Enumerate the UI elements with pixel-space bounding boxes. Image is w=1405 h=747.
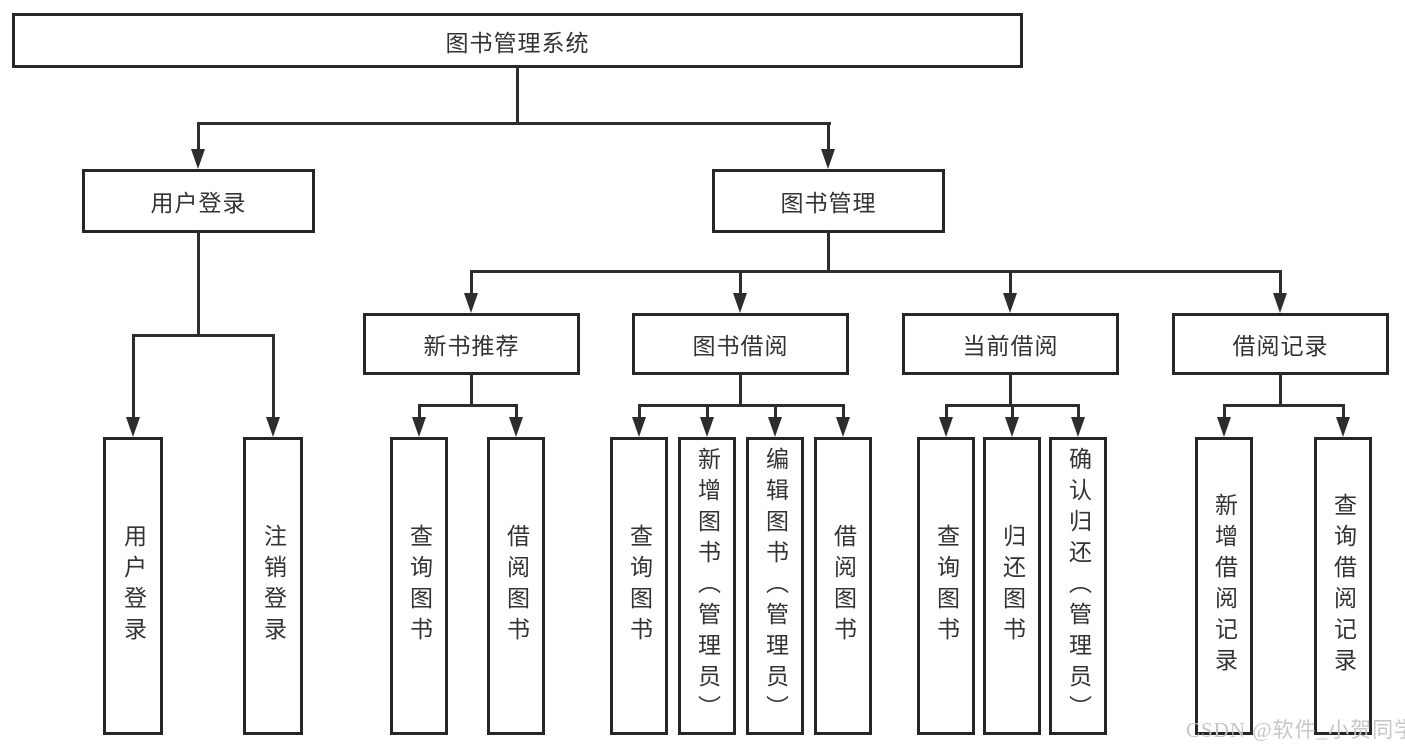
connector-line bbox=[827, 122, 830, 151]
node-borrow-edit-book-admin: 编辑图书（管理员） bbox=[746, 437, 804, 735]
arrow-down-icon bbox=[126, 417, 140, 437]
node-newbook-query-books: 查询图书 bbox=[390, 437, 448, 735]
connector-line bbox=[945, 404, 948, 419]
node-user-login-label: 用户登录 bbox=[150, 191, 247, 216]
connector-line bbox=[132, 334, 275, 337]
arrow-down-icon bbox=[939, 417, 953, 437]
node-borrowing-records: 借阅记录 bbox=[1172, 313, 1389, 375]
connector-line bbox=[706, 404, 709, 419]
connector-line bbox=[418, 404, 421, 419]
node-user-login-leaf-label: 用户登录 bbox=[120, 524, 146, 648]
arrow-down-icon bbox=[1273, 293, 1287, 313]
connector-line bbox=[1009, 270, 1012, 295]
connector-line bbox=[132, 334, 135, 419]
node-book-management-label: 图书管理 bbox=[780, 191, 877, 216]
connector-line bbox=[418, 404, 518, 407]
node-current-return-books: 归还图书 bbox=[983, 437, 1041, 735]
connector-line bbox=[842, 404, 845, 419]
node-newbook-borrow-books: 借阅图书 bbox=[487, 437, 545, 735]
connector-line bbox=[1011, 404, 1014, 419]
arrow-down-icon bbox=[464, 293, 478, 313]
connector-line bbox=[1223, 404, 1226, 419]
node-current-query-books: 查询图书 bbox=[917, 437, 975, 735]
node-borrow-add-book-admin: 新增图书（管理员） bbox=[678, 437, 736, 735]
arrow-down-icon bbox=[509, 417, 523, 437]
connector-line bbox=[1342, 404, 1345, 419]
node-user-login: 用户登录 bbox=[82, 169, 315, 233]
node-borrow-borrow-books: 借阅图书 bbox=[814, 437, 872, 735]
node-book-borrowing: 图书借阅 bbox=[632, 313, 849, 375]
connector-line bbox=[272, 334, 275, 419]
node-logout-label: 注销登录 bbox=[260, 524, 286, 648]
node-newbook-borrow-books-label: 借阅图书 bbox=[503, 524, 529, 648]
node-records-query-record: 查询借阅记录 bbox=[1314, 437, 1372, 735]
node-borrow-borrow-books-label: 借阅图书 bbox=[830, 524, 856, 648]
node-borrow-query-books-label: 查询图书 bbox=[626, 524, 652, 648]
node-current-borrowing: 当前借阅 bbox=[902, 313, 1119, 375]
node-root-label: 图书管理系统 bbox=[445, 30, 590, 56]
connector-line bbox=[470, 270, 1282, 273]
connector-line bbox=[197, 122, 831, 125]
connector-line bbox=[1279, 373, 1282, 406]
node-user-login-leaf: 用户登录 bbox=[103, 437, 163, 735]
arrow-down-icon bbox=[836, 417, 850, 437]
node-current-confirm-return-admin: 确认归还（管理员） bbox=[1049, 437, 1107, 735]
connector-line bbox=[470, 270, 473, 295]
arrow-down-icon bbox=[768, 417, 782, 437]
connector-line bbox=[470, 373, 473, 406]
arrow-down-icon bbox=[412, 417, 426, 437]
connector-line bbox=[638, 404, 641, 419]
arrow-down-icon bbox=[1005, 417, 1019, 437]
connector-line bbox=[515, 404, 518, 419]
connector-line bbox=[1279, 270, 1282, 295]
node-new-book-recommend-label: 新书推荐 bbox=[423, 334, 520, 359]
csdn-watermark: CSDN @软件_小贺同学 bbox=[1186, 718, 1405, 742]
connector-line bbox=[1077, 404, 1080, 419]
node-book-borrowing-label: 图书借阅 bbox=[692, 334, 789, 359]
node-current-borrowing-label: 当前借阅 bbox=[962, 334, 1059, 359]
connector-line bbox=[516, 66, 519, 124]
connector-line bbox=[638, 404, 845, 407]
arrow-down-icon bbox=[821, 149, 835, 169]
connector-line bbox=[197, 122, 200, 151]
connector-line bbox=[1223, 404, 1345, 407]
node-logout: 注销登录 bbox=[243, 437, 303, 735]
arrow-down-icon bbox=[191, 149, 205, 169]
connector-line bbox=[1009, 373, 1012, 406]
node-newbook-query-books-label: 查询图书 bbox=[406, 524, 432, 648]
arrow-down-icon bbox=[1003, 293, 1017, 313]
node-borrow-query-books: 查询图书 bbox=[610, 437, 668, 735]
node-borrowing-records-label: 借阅记录 bbox=[1232, 334, 1329, 359]
connector-line bbox=[774, 404, 777, 419]
arrow-down-icon bbox=[700, 417, 714, 437]
arrow-down-icon bbox=[632, 417, 646, 437]
arrow-down-icon bbox=[733, 293, 747, 313]
node-records-add-record: 新增借阅记录 bbox=[1195, 437, 1253, 735]
node-current-query-books-label: 查询图书 bbox=[933, 524, 959, 648]
node-new-book-recommend: 新书推荐 bbox=[363, 313, 580, 375]
arrow-down-icon bbox=[1071, 417, 1085, 437]
node-book-management: 图书管理 bbox=[712, 169, 945, 233]
node-root: 图书管理系统 bbox=[12, 13, 1023, 68]
connector-line bbox=[739, 373, 742, 406]
connector-line bbox=[197, 231, 200, 336]
connector-line bbox=[739, 270, 742, 295]
arrow-down-icon bbox=[1217, 417, 1231, 437]
arrow-down-icon bbox=[266, 417, 280, 437]
node-borrow-edit-book-admin-label: 编辑图书（管理员） bbox=[762, 446, 788, 726]
node-records-add-record-label: 新增借阅记录 bbox=[1211, 493, 1237, 679]
connector-line bbox=[827, 231, 830, 272]
arrow-down-icon bbox=[1336, 417, 1350, 437]
node-records-query-record-label: 查询借阅记录 bbox=[1330, 493, 1356, 679]
node-borrow-add-book-admin-label: 新增图书（管理员） bbox=[694, 446, 720, 726]
node-current-confirm-return-admin-label: 确认归还（管理员） bbox=[1065, 446, 1091, 726]
node-current-return-books-label: 归还图书 bbox=[999, 524, 1025, 648]
